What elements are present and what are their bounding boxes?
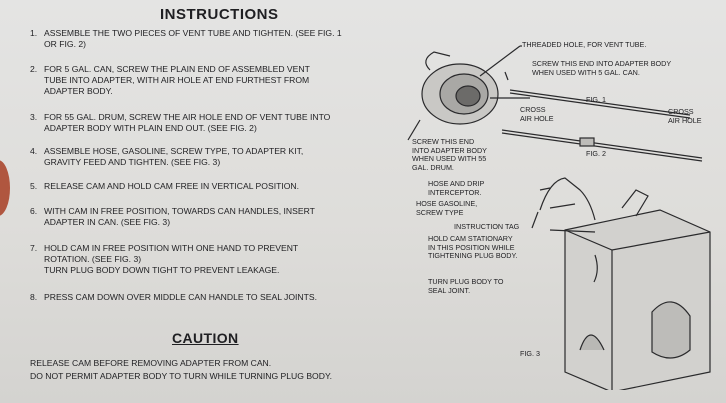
label-hose-gasoline: HOSE GASOLINE, SCREW TYPE — [416, 199, 478, 217]
label-screw-5gal: SCREW THIS END INTO ADAPTER BODY WHEN US… — [532, 59, 672, 77]
step-8: 8.PRESS CAM DOWN OVER MIDDLE CAN HANDLE … — [30, 292, 317, 302]
step-7: 7.HOLD CAM IN FREE POSITION WITH ONE HAN… — [30, 243, 299, 275]
label-turn-plug: TURN PLUG BODY TO SEAL JOINT. — [428, 277, 504, 295]
label-instruction-tag: INSTRUCTION TAG — [454, 222, 520, 231]
step-3: 3.FOR 55 GAL. DRUM, SCREW THE AIR HOLE E… — [30, 112, 331, 133]
step-4: 4.ASSEMBLE HOSE, GASOLINE, SCREW TYPE, T… — [30, 146, 304, 167]
diagram-drawing — [407, 45, 711, 390]
adapter-diagram: THREADED HOLE, FOR VENT TUBE. SCREW THIS… — [390, 20, 726, 390]
label-fig2: FIG. 2 — [586, 149, 606, 158]
caution-title: CAUTION — [172, 330, 239, 346]
label-screw-55gal: SCREW THIS END INTO ADAPTER BODY WHEN US… — [412, 137, 487, 172]
step-2: 2.FOR 5 GAL. CAN, SCREW THE PLAIN END OF… — [30, 64, 310, 96]
label-threaded-hole: THREADED HOLE, FOR VENT TUBE. — [522, 40, 647, 49]
step-6: 6.WITH CAM IN FREE POSITION, TOWARDS CAN… — [30, 206, 315, 227]
caution-line-2: DO NOT PERMIT ADAPTER BODY TO TURN WHILE… — [30, 371, 332, 381]
label-hold-cam: HOLD CAM STATIONARY IN THIS POSITION WHI… — [428, 234, 518, 260]
edge-mark — [0, 160, 10, 216]
label-cross-air-hole-left: CROSS AIR HOLE — [520, 105, 554, 123]
step-1: 1.ASSEMBLE THE TWO PIECES OF VENT TUBE A… — [30, 28, 342, 49]
label-fig3: FIG. 3 — [520, 349, 540, 358]
label-cross-air-hole-right: CROSS AIR HOLE — [668, 107, 702, 125]
caution-line-1: RELEASE CAM BEFORE REMOVING ADAPTER FROM… — [30, 358, 272, 368]
label-hose-drip: HOSE AND DRIP INTERCEPTOR. — [428, 179, 485, 197]
label-fig1: FIG. 1 — [586, 95, 606, 104]
step-5: 5.RELEASE CAM AND HOLD CAM FREE IN VERTI… — [30, 181, 300, 191]
page-title: INSTRUCTIONS — [160, 6, 279, 23]
